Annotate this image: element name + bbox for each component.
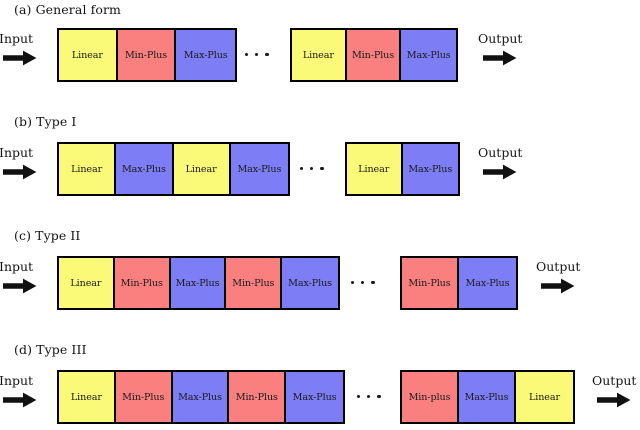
output-label-d: Output — [592, 373, 637, 388]
output-arrow-icon-b — [483, 164, 517, 180]
layer-block-maxplus: Max-Plus — [286, 372, 343, 422]
layer-block-minplus: Min-Plus — [402, 258, 459, 308]
layer-block-maxplus: Max-Plus — [170, 258, 227, 308]
layer-block-linear: Linear — [292, 30, 347, 80]
output-arrow-icon-d — [597, 392, 631, 408]
layer-block-linear: Linear — [173, 144, 231, 194]
ellipsis-icon-d — [357, 395, 381, 399]
row-caption-a: (a) General form — [14, 2, 121, 17]
layer-block-minplus: Min-Plus — [229, 372, 287, 422]
layer-block-linear: Linear — [516, 372, 573, 422]
ellipsis-icon-b — [300, 167, 324, 171]
input-arrow-icon-c — [3, 278, 37, 294]
layer-block-linear: Linear — [59, 30, 118, 80]
ellipsis-icon-a — [245, 53, 269, 57]
layer-block-maxplus: Max-Plus — [459, 372, 516, 422]
output-label-c: Output — [536, 259, 581, 274]
input-label-c: Input — [0, 259, 34, 274]
input-arrow-icon-d — [3, 392, 37, 408]
layer-block-linear: Linear — [59, 372, 116, 422]
layer-block-linear: Linear — [59, 258, 115, 308]
layer-block-minplus: Min-Plus — [117, 30, 177, 80]
layer-block-maxplus: Max-Plus — [230, 144, 288, 194]
layer-block-minplus: Min-Plus — [115, 372, 173, 422]
layer-block-minplus: Min-Plus — [226, 258, 283, 308]
layer-block-maxplus: Max-Plus — [176, 30, 236, 80]
row-caption-c: (c) Type II — [14, 228, 81, 243]
row-caption-b: (b) Type I — [14, 114, 77, 129]
layer-block-maxplus: Max-Plus — [459, 258, 516, 308]
output-arrow-icon-a — [483, 50, 517, 66]
layer-block-minplus: Min-plus — [402, 372, 459, 422]
input-label-d: Input — [0, 373, 34, 388]
layer-block-maxplus: Max-Plus — [172, 372, 230, 422]
layer-block-linear: Linear — [347, 144, 403, 194]
input-arrow-icon-b — [3, 164, 37, 180]
output-label-a: Output — [478, 31, 523, 46]
layer-block-maxplus: Max-Plus — [402, 144, 458, 194]
layer-block-maxplus: Max-Plus — [282, 258, 338, 308]
layer-block-maxplus: Max-Plus — [116, 144, 174, 194]
ellipsis-icon-c — [351, 281, 375, 285]
layer-block-maxplus: Max-Plus — [401, 30, 457, 80]
layer-block-minplus: Min-Plus — [346, 30, 402, 80]
input-arrow-icon-a — [3, 50, 37, 66]
input-label-a: Input — [0, 31, 34, 46]
input-label-b: Input — [0, 145, 34, 160]
row-caption-d: (d) Type III — [14, 342, 87, 357]
output-label-b: Output — [478, 145, 523, 160]
layer-block-minplus: Min-Plus — [114, 258, 171, 308]
output-arrow-icon-c — [541, 278, 575, 294]
layer-block-linear: Linear — [59, 144, 117, 194]
